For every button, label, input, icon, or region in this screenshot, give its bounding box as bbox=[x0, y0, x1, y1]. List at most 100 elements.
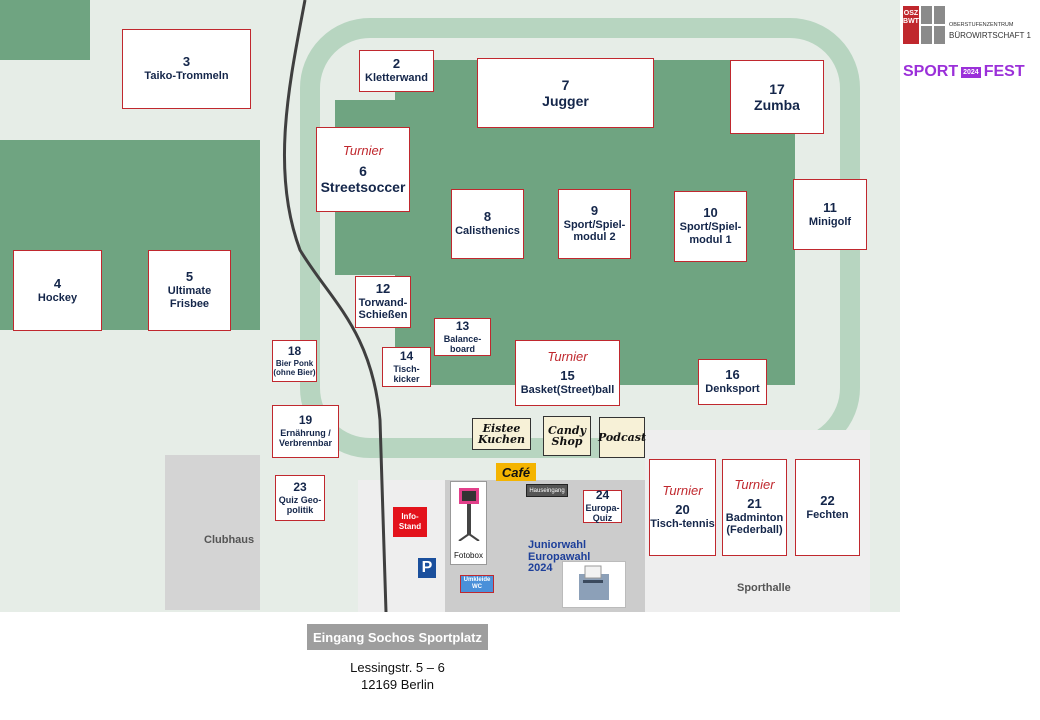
station-9[interactable]: 9 Sport/Spiel-modul 2 bbox=[558, 189, 631, 259]
station-number: 15 bbox=[560, 367, 575, 383]
station-4[interactable]: 4 Hockey bbox=[13, 250, 102, 331]
station-number: 22 bbox=[820, 492, 835, 508]
station-14[interactable]: 14 Tisch-kicker bbox=[382, 347, 431, 387]
station-18[interactable]: 18 Bier Ponk (ohne Bier) bbox=[272, 340, 317, 382]
station-number: 21 bbox=[747, 495, 762, 511]
clubhaus-label: Clubhaus bbox=[204, 534, 255, 546]
school-logo: OSZ BWT OBERSTUFENZENTRUM BÜROWIRTSCHAFT… bbox=[903, 6, 1038, 46]
station-number: 6 bbox=[359, 162, 367, 179]
station-number: 3 bbox=[182, 54, 191, 70]
station-7[interactable]: 7 Jugger bbox=[477, 58, 654, 128]
fotobox[interactable]: Fotobox bbox=[450, 481, 487, 565]
tournament-label: Turnier bbox=[734, 476, 775, 492]
station-10[interactable]: 10 Sport/Spiel-modul 1 bbox=[674, 191, 747, 262]
logo-squares bbox=[921, 6, 945, 44]
logo-line-1: OBERSTUFENZENTRUM bbox=[949, 22, 1014, 28]
station-number: 12 bbox=[375, 280, 391, 296]
sign-eistee-kuchen[interactable]: Eistee Kuchen bbox=[472, 418, 531, 450]
umkleide-wc-label[interactable]: Umkleide WC bbox=[460, 575, 494, 593]
tournament-label: Turnier bbox=[662, 483, 703, 499]
station-name: Tisch-tennis bbox=[650, 518, 715, 531]
station-15[interactable]: Turnier 15 Basket(Street)ball bbox=[515, 340, 620, 406]
station-name: Bier Ponk (ohne Bier) bbox=[273, 358, 316, 377]
sporthalle-label: Sporthalle bbox=[737, 582, 791, 594]
station-24[interactable]: 24 Europa-Quiz bbox=[583, 488, 622, 524]
station-number: 24 bbox=[595, 488, 610, 503]
station-6[interactable]: Turnier 6 Streetsoccer bbox=[316, 127, 410, 212]
fotobox-label: Fotobox bbox=[454, 551, 483, 560]
juniorwahl-label[interactable]: Juniorwahl Europawahl 2024 bbox=[528, 539, 591, 575]
station-name: Sport/Spiel-modul 2 bbox=[563, 218, 626, 244]
station-name: Basket(Street)ball bbox=[520, 383, 615, 396]
station-17[interactable]: 17 Zumba bbox=[730, 60, 824, 134]
station-number: 4 bbox=[53, 275, 62, 291]
fest-text: FEST bbox=[983, 63, 1025, 80]
station-name: Jugger bbox=[542, 93, 589, 109]
station-20[interactable]: Turnier 20 Tisch-tennis bbox=[649, 459, 716, 556]
station-number: 8 bbox=[483, 209, 492, 225]
station-name: Taiko-Trommeln bbox=[144, 70, 229, 83]
cafe-label[interactable]: Café bbox=[496, 463, 536, 481]
station-number: 11 bbox=[823, 199, 837, 215]
entrance-city: 12169 Berlin bbox=[361, 677, 434, 692]
station-name: Zumba bbox=[754, 97, 800, 113]
station-number: 16 bbox=[725, 367, 740, 383]
station-22[interactable]: 22 Fechten bbox=[795, 459, 860, 556]
sports-ground-map: 3 Taiko-Trommeln 2 Kletterwand 7 Jugger … bbox=[0, 0, 900, 612]
osz-badge: OSZ BWT bbox=[903, 6, 919, 44]
station-23[interactable]: 23 Quiz Geo-politik bbox=[275, 475, 325, 521]
field-left-top bbox=[0, 0, 90, 60]
station-name: Europa-Quiz bbox=[585, 503, 620, 524]
station-number: 17 bbox=[769, 80, 785, 97]
station-name: Quiz Geo-politik bbox=[278, 494, 322, 515]
tournament-label: Turnier bbox=[342, 142, 384, 158]
station-number: 19 bbox=[298, 413, 313, 428]
station-number: 18 bbox=[287, 343, 302, 358]
station-name: Ultimate Frisbee bbox=[167, 285, 212, 310]
station-name: Torwand-Schießen bbox=[358, 296, 408, 322]
station-name: Ernährung / Verbrennbar bbox=[278, 428, 333, 449]
path-line bbox=[283, 0, 388, 612]
station-number: 7 bbox=[561, 76, 570, 93]
station-name: Calisthenics bbox=[455, 225, 520, 238]
sign-podcast[interactable]: Podcast bbox=[598, 417, 646, 458]
station-8[interactable]: 8 Calisthenics bbox=[451, 189, 524, 259]
station-name: Streetsoccer bbox=[320, 178, 406, 195]
station-name: Minigolf bbox=[808, 215, 852, 228]
parking-icon: P bbox=[418, 558, 436, 578]
tournament-label: Turnier bbox=[547, 348, 588, 364]
station-number: 14 bbox=[399, 348, 414, 363]
sport-text: SPORT bbox=[903, 63, 959, 80]
ballot-box-icon bbox=[579, 565, 609, 600]
clubhaus-building bbox=[165, 455, 260, 610]
station-21[interactable]: Turnier 21 Badminton (Federball) bbox=[722, 459, 787, 556]
year-text: 2024 bbox=[961, 66, 981, 78]
station-name: Sport/Spiel-modul 1 bbox=[679, 221, 742, 246]
station-11[interactable]: 11 Minigolf bbox=[793, 179, 867, 250]
station-number: 13 bbox=[455, 318, 470, 333]
station-number: 9 bbox=[590, 202, 599, 218]
station-name: Hockey bbox=[37, 291, 78, 304]
station-name: Tisch-kicker bbox=[393, 363, 420, 384]
ballot-box bbox=[562, 561, 626, 608]
station-3[interactable]: 3 Taiko-Trommeln bbox=[122, 29, 251, 109]
station-5[interactable]: 5 Ultimate Frisbee bbox=[148, 250, 231, 331]
entrance-label[interactable]: Eingang Sochos Sportplatz bbox=[307, 624, 488, 650]
sign-candy-shop[interactable]: Candy Shop bbox=[543, 416, 591, 456]
info-stand[interactable]: Info-Stand bbox=[393, 507, 427, 537]
station-2[interactable]: 2 Kletterwand bbox=[359, 50, 434, 92]
station-number: 5 bbox=[185, 269, 194, 285]
photobooth-icon bbox=[457, 488, 480, 541]
station-12[interactable]: 12 Torwand-Schießen bbox=[355, 276, 411, 328]
station-name: Badminton (Federball) bbox=[725, 511, 784, 537]
station-19[interactable]: 19 Ernährung / Verbrennbar bbox=[272, 405, 339, 458]
station-name: Fechten bbox=[806, 508, 849, 521]
sportfest-banner: SPORT 2024 FEST bbox=[903, 62, 1038, 82]
hauseingang-label: Hauseingang bbox=[526, 484, 568, 497]
station-16[interactable]: 16 Denksport bbox=[698, 359, 767, 405]
station-13[interactable]: 13 Balance-board bbox=[434, 318, 491, 356]
entrance-street: Lessingstr. 5 – 6 bbox=[350, 660, 445, 675]
station-name: Denksport bbox=[705, 383, 760, 396]
paved-area-entrance bbox=[358, 480, 448, 612]
station-name: Balance-board bbox=[443, 333, 482, 354]
